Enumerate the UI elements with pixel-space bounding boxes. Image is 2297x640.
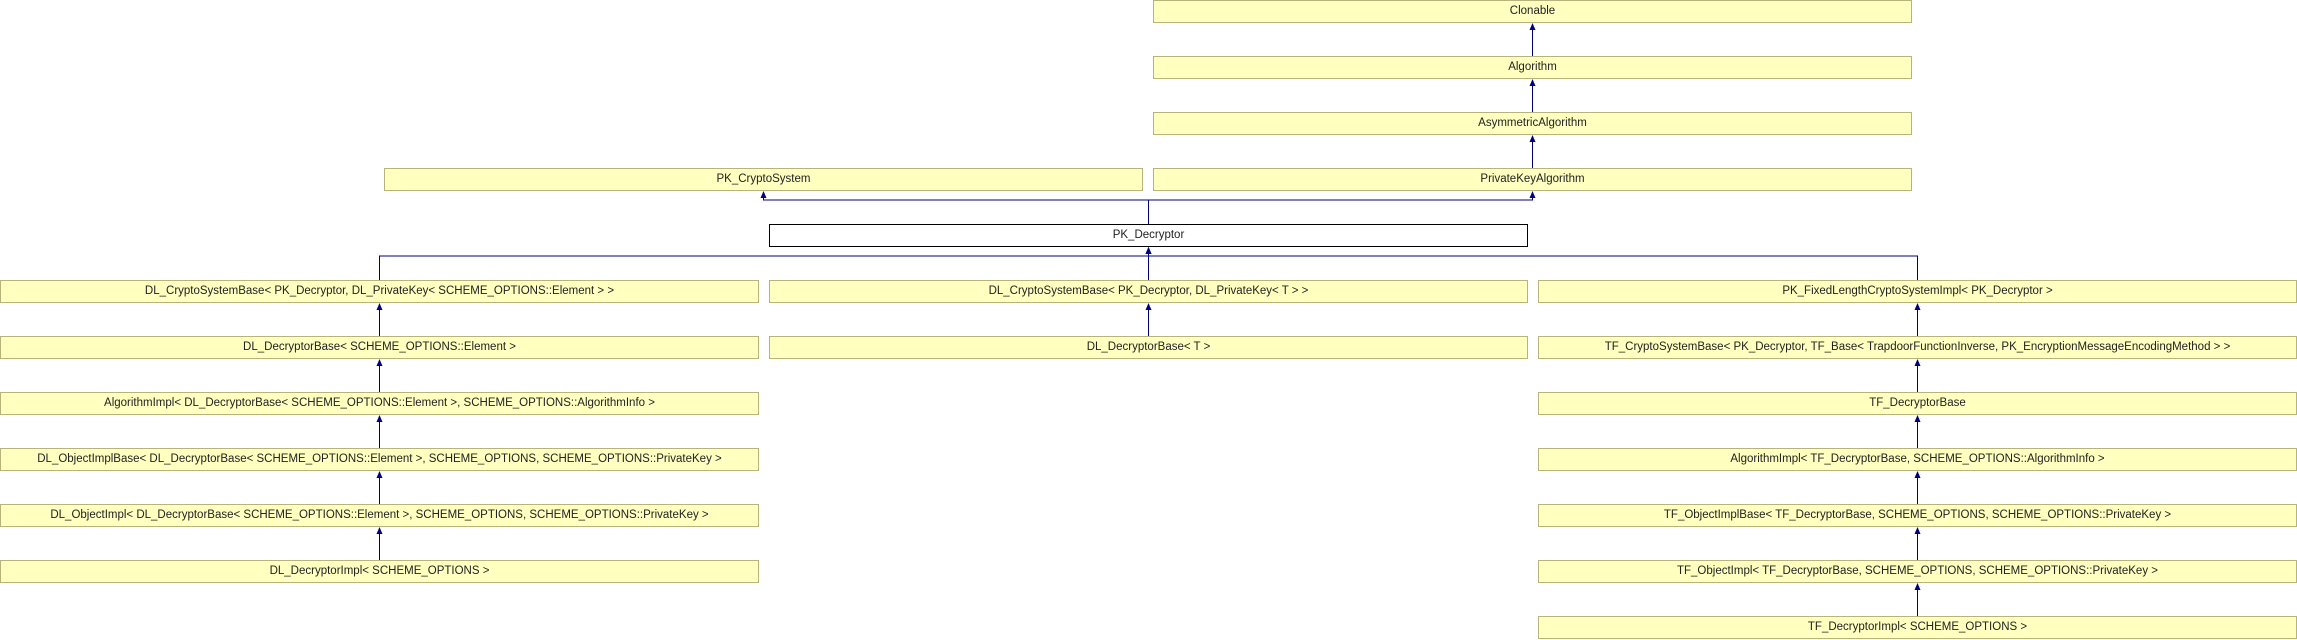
class-node-pk-fixedlength-cryptosystemimpl[interactable]: PK_FixedLengthCryptoSystemImpl< PK_Decry…: [1538, 280, 2297, 303]
arrowhead-tf_decryptorimpl-to-tf_objectimpl: [1914, 583, 1921, 590]
arrowhead-dl_decryptorimpl-to-dl_objectimpl: [376, 527, 383, 534]
edge-pk_decryptor-to-private_key_algorithm: [1148, 197, 1533, 224]
edge-pk_fixedlength-to-pk_decryptor: [1148, 253, 1918, 280]
class-node-tf-objectimpl[interactable]: TF_ObjectImpl< TF_DecryptorBase, SCHEME_…: [1538, 560, 2297, 583]
class-node-dl-objectimplbase[interactable]: DL_ObjectImplBase< DL_DecryptorBase< SCH…: [0, 448, 759, 471]
edge-pk_decryptor-to-pk_cryptosystem: [763, 197, 1149, 224]
arrowhead-tf_decryptorbase-to-tf_cryptosystembase: [1914, 359, 1921, 366]
arrowhead-pk_decryptor-to-pk_cryptosystem: [760, 191, 767, 198]
class-node-algorithmimpl-tf[interactable]: AlgorithmImpl< TF_DecryptorBase, SCHEME_…: [1538, 448, 2297, 471]
arrowhead-dl_objectimplbase-to-algorithmimpl_dl: [376, 415, 383, 422]
class-node-asymmetric-algorithm[interactable]: AsymmetricAlgorithm: [1153, 112, 1912, 135]
class-node-dl-decryptorbase-t[interactable]: DL_DecryptorBase< T >: [769, 336, 1528, 359]
arrowhead-algorithmimpl_dl-to-dl_decryptorbase_element: [376, 359, 383, 366]
class-node-algorithm[interactable]: Algorithm: [1153, 56, 1912, 79]
arrowhead-dl_objectimpl-to-dl_objectimplbase: [376, 471, 383, 478]
class-node-tf-decryptorimpl[interactable]: TF_DecryptorImpl< SCHEME_OPTIONS >: [1538, 616, 2297, 639]
class-node-pk-decryptor: PK_Decryptor: [769, 224, 1528, 247]
class-node-private-key-algorithm[interactable]: PrivateKeyAlgorithm: [1153, 168, 1912, 191]
class-node-dl-objectimpl[interactable]: DL_ObjectImpl< DL_DecryptorBase< SCHEME_…: [0, 504, 759, 527]
arrowhead-dl_decryptorbase_t-to-dl_cryptosystembase_t: [1145, 303, 1152, 310]
class-node-dl-cryptosystembase-t[interactable]: DL_CryptoSystemBase< PK_Decryptor, DL_Pr…: [769, 280, 1528, 303]
class-node-tf-cryptosystembase[interactable]: TF_CryptoSystemBase< PK_Decryptor, TF_Ba…: [1538, 336, 2297, 359]
arrowhead-asymmetric_algorithm-to-algorithm: [1529, 79, 1536, 86]
class-node-tf-decryptorbase[interactable]: TF_DecryptorBase: [1538, 392, 2297, 415]
arrowhead-tf_objectimpl-to-tf_objectimplbase: [1914, 527, 1921, 534]
arrowhead-tf_objectimplbase-to-algorithmimpl_tf: [1914, 471, 1921, 478]
class-node-clonable[interactable]: Clonable: [1153, 0, 1912, 23]
class-node-dl-cryptosystembase-element[interactable]: DL_CryptoSystemBase< PK_Decryptor, DL_Pr…: [0, 280, 759, 303]
class-node-dl-decryptorimpl[interactable]: DL_DecryptorImpl< SCHEME_OPTIONS >: [0, 560, 759, 583]
arrowhead-pk_decryptor-to-private_key_algorithm: [1529, 191, 1536, 198]
arrowhead-algorithmimpl_tf-to-tf_decryptorbase: [1914, 415, 1921, 422]
arrowhead-tf_cryptosystembase-to-pk_fixedlength: [1914, 303, 1921, 310]
class-node-tf-objectimplbase[interactable]: TF_ObjectImplBase< TF_DecryptorBase, SCH…: [1538, 504, 2297, 527]
arrowhead-algorithm-to-clonable: [1529, 23, 1536, 30]
arrowhead-dl_decryptorbase_element-to-dl_cryptosystembase_element: [376, 303, 383, 310]
class-node-pk-cryptosystem[interactable]: PK_CryptoSystem: [384, 168, 1143, 191]
arrowhead-private_key_algorithm-to-asymmetric_algorithm: [1529, 135, 1536, 142]
edge-dl_cryptosystembase_element-to-pk_decryptor: [379, 253, 1149, 280]
class-node-dl-decryptorbase-element[interactable]: DL_DecryptorBase< SCHEME_OPTIONS::Elemen…: [0, 336, 759, 359]
arrowhead-pk_fixedlength-to-pk_decryptor: [1145, 247, 1152, 254]
class-node-algorithmimpl-dl[interactable]: AlgorithmImpl< DL_DecryptorBase< SCHEME_…: [0, 392, 759, 415]
